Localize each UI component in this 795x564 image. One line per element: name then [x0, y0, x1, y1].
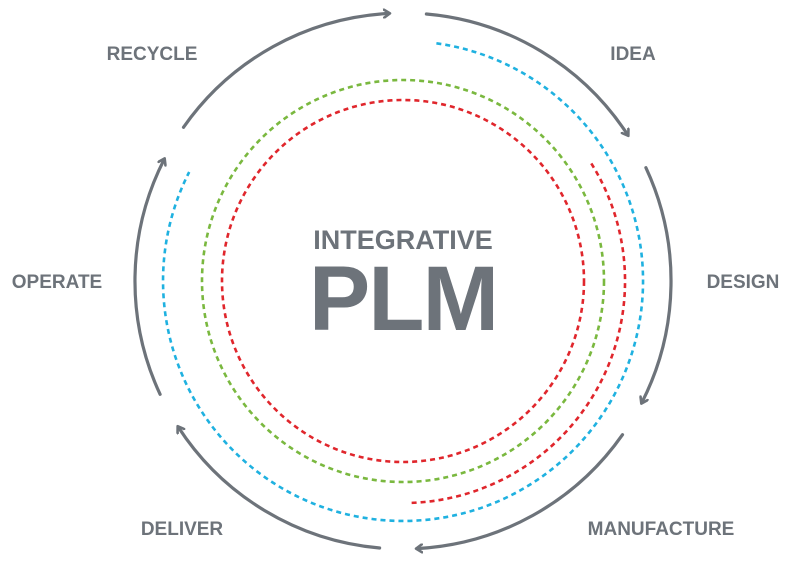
center-title: PLM	[309, 248, 497, 350]
stage-label-manufacture: MANUFACTURE	[588, 519, 735, 540]
stage-label-recycle: RECYCLE	[107, 44, 198, 65]
cycle-arrow-to-design	[424, 12, 627, 135]
red-dashed-ring	[220, 98, 586, 464]
stage-label-idea: IDEA	[610, 44, 656, 65]
dashed-rings	[161, 42, 645, 523]
center-subtitle: INTEGRATIVE	[313, 225, 493, 255]
stage-label-design: DESIGN	[707, 272, 780, 293]
cycle-arrow-to-idea	[181, 13, 390, 129]
cycle-arrow-to-operate	[178, 427, 382, 550]
cycle-arrow-to-manufacture	[642, 166, 673, 403]
cycle-arrow-to-recycle	[133, 159, 164, 396]
cycle-arrow-to-deliver	[417, 433, 625, 549]
stage-label-deliver: DELIVER	[141, 519, 224, 540]
lifecycle-arrows	[133, 12, 673, 550]
green-dashed-ring	[200, 78, 606, 484]
blue-dashed-ring	[161, 42, 645, 523]
stage-label-operate: OPERATE	[12, 272, 102, 293]
